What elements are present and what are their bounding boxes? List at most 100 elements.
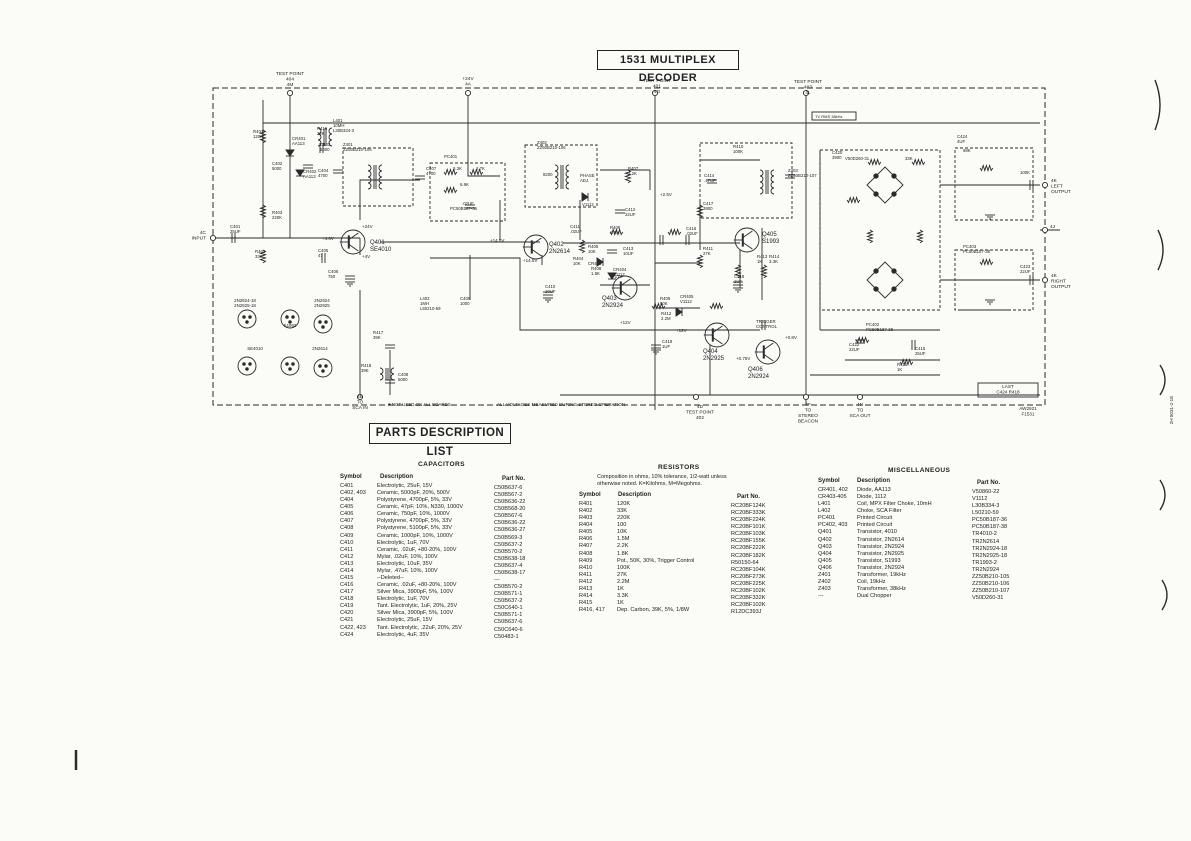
capacitor-row-symbol-16: C418	[340, 596, 354, 603]
resistor-7	[609, 228, 624, 236]
resistor-row-description-9: 100K	[617, 564, 631, 571]
capacitor-row-part-17: C50C640-1	[494, 605, 523, 612]
misc-row-symbol-0: CR401, 402	[818, 487, 848, 493]
misc-row-part-1: V1112	[972, 496, 988, 503]
resistor-row-description-5: 1.5M	[617, 536, 630, 543]
capacitor-row-description-14: Ceramic, .02uF, +80-20%, 100V	[377, 582, 457, 589]
terminal-4j-label: 4J	[1050, 224, 1056, 230]
capacitor-row-symbol-10: C412	[340, 553, 354, 560]
pinout-label-d: SE4010	[247, 346, 263, 351]
terminal-1	[464, 89, 472, 97]
resistor-14	[651, 302, 666, 310]
capacitor-row-description-5: Polystyrene, 4700pF, 5%, 33V	[377, 518, 452, 525]
capacitor-row-description-8: Electrolytic, 1uF, 70V	[377, 539, 430, 546]
capacitor-4	[321, 253, 326, 263]
binding-mark-3	[1159, 479, 1166, 511]
capacitor-row-symbol-11: C413	[340, 560, 354, 567]
capacitor-row-description-13: --Deleted--	[377, 575, 404, 582]
capacitor-5	[345, 275, 355, 280]
capacitor-12	[685, 235, 690, 245]
terminal-4	[209, 234, 217, 242]
capacitor-22	[385, 344, 395, 349]
coil-z401	[367, 164, 383, 190]
component-label-16: 3.3K	[453, 166, 462, 171]
resistor-row-description-6: 2.2K	[617, 543, 629, 550]
component-label-19: .02UF	[462, 201, 474, 206]
misc-header-symbol: Symbol	[818, 478, 840, 484]
capacitor-row-symbol-3: C405	[340, 504, 354, 511]
capacitor-18	[855, 339, 865, 344]
misc-row-symbol-7: Q402	[818, 536, 832, 543]
capacitor-20	[1029, 180, 1034, 190]
resistor-row-symbol-6: R407	[579, 543, 593, 550]
transistor-q405	[733, 227, 760, 253]
capacitor-row-description-12: Mylar, .47uF, 10%, 100V	[377, 567, 438, 574]
terminal-3	[802, 89, 810, 97]
transistor-q401	[339, 229, 366, 255]
bridge-right	[866, 261, 904, 299]
misc-row-description-12: Transformer, 19kHz	[857, 571, 906, 578]
capacitor-row-part-1: C50B567-2	[494, 492, 523, 499]
capacitor-10	[607, 249, 617, 254]
capacitor-row-part-13: ---	[494, 577, 500, 584]
pinout-1	[280, 309, 300, 329]
misc-row-part-8: TR2N2924-18	[972, 545, 1008, 552]
resistor-row-symbol-10: R411	[579, 571, 592, 578]
resistor-17	[899, 358, 914, 366]
misc-row-part-14: ZZ50B210-107	[972, 588, 1010, 595]
resistor-1	[259, 204, 267, 219]
capacitor-row-symbol-5: C407	[340, 518, 354, 525]
component-label-52: 33K	[905, 156, 913, 161]
misc-row-description-4: Printed Circuit	[857, 515, 893, 522]
resistor-12	[760, 264, 768, 279]
capacitor-row-part-0: C50B637-6	[494, 485, 523, 491]
ground-4	[985, 214, 995, 220]
binding-mark-2	[1159, 364, 1166, 396]
resistor-row-symbol-4: R405	[579, 529, 593, 536]
component-label-53: 68K	[963, 148, 971, 153]
resistor-15	[709, 302, 724, 310]
transistor-q404	[703, 322, 730, 348]
misc-row-description-15: Dual Chopper	[857, 593, 892, 600]
capacitor-17	[761, 320, 766, 330]
resistor-row-part-0: RC20BF124K	[731, 503, 766, 509]
misc-row-symbol-11: Q406	[818, 564, 832, 571]
component-label-20: PC50B187-36	[450, 206, 478, 211]
transistor-q403	[611, 275, 638, 301]
capacitor-row-description-17: Tant. Electrolytic, 1uF, 20%, 25V	[377, 603, 458, 610]
component-label-17: 2.7K	[476, 166, 485, 171]
terminal-0	[286, 89, 294, 97]
resistor-row-description-0: 120K	[617, 501, 631, 507]
pinout-3	[237, 356, 257, 376]
capacitor-15	[785, 174, 795, 179]
resistor-row-part-4: RC20BF103K	[731, 531, 766, 538]
capacitor-row-part-2: C50B636-22	[494, 499, 526, 506]
capacitors-header-symbol: Symbol	[340, 474, 362, 480]
capacitor-row-symbol-6: C408	[340, 525, 354, 532]
resistor-row-description-8: Pot., 50K, 30%, Trigger Control	[617, 557, 695, 564]
misc-row-symbol-4: PC401	[818, 515, 836, 522]
misc-row-part-4: PC50B187-36	[972, 517, 1008, 524]
document-title: 1531 MULTIPLEX DECODER	[597, 50, 739, 84]
diode-3	[596, 257, 604, 267]
misc-row-description-8: Transistor, 2N2924	[857, 543, 905, 550]
